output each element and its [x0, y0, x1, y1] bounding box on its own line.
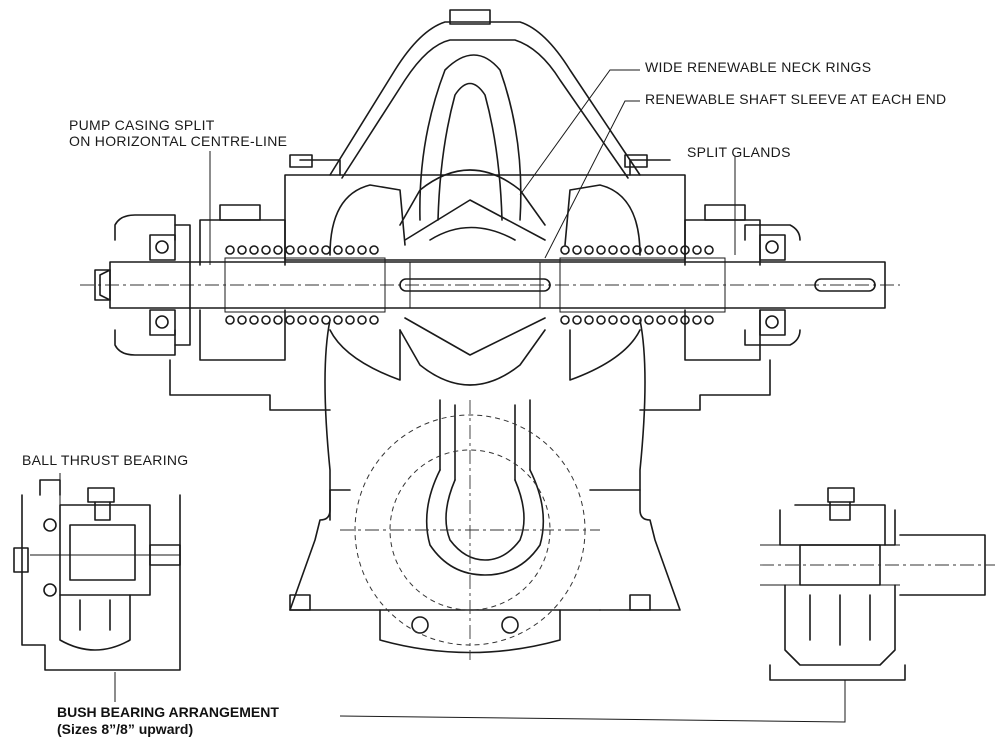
lower-casing [169, 309, 771, 660]
pump-casing [199, 9, 761, 266]
packing-ring [333, 245, 343, 255]
packing-ring [656, 315, 666, 325]
ball-thrust-bearing-inset [13, 479, 181, 671]
packing-ring [285, 245, 295, 255]
packing-ring [584, 245, 594, 255]
packing-ring [261, 245, 271, 255]
packing-ring [273, 315, 283, 325]
packing-ring [237, 245, 247, 255]
label-shaft-sleeve: RENEWABLE SHAFT SLEEVE AT EACH END [645, 91, 947, 107]
packing-ring [369, 315, 379, 325]
packing-ring [249, 315, 259, 325]
packing-ring [644, 245, 654, 255]
label-wide-neck-rings: WIDE RENEWABLE NECK RINGS [645, 59, 872, 75]
packing-ring [297, 245, 307, 255]
pump-shaft [80, 257, 900, 313]
label-casing-split-line2: ON HORIZONTAL CENTRE-LINE [69, 133, 288, 149]
packing-ring [572, 315, 582, 325]
packing-ring [620, 315, 630, 325]
packing-ring [596, 315, 606, 325]
packing-ring [704, 315, 714, 325]
packing-ring [620, 245, 630, 255]
packing-ring [285, 315, 295, 325]
bearing-right [744, 224, 801, 346]
label-ball-thrust-bearing: BALL THRUST BEARING [22, 452, 189, 468]
label-casing-split-line1: PUMP CASING SPLIT [69, 117, 215, 133]
packing-ring [345, 315, 355, 325]
leader-lines [59, 69, 846, 723]
packing-ring [357, 315, 367, 325]
packing-ring [261, 315, 271, 325]
packing-ring [560, 245, 570, 255]
packing-ring [369, 245, 379, 255]
packing-ring [584, 315, 594, 325]
packing-rings [225, 245, 714, 325]
packing-ring [273, 245, 283, 255]
packing-ring [345, 245, 355, 255]
label-bush-bearing-sizes: (Sizes 8”/8” upward) [57, 721, 194, 737]
packing-ring [656, 245, 666, 255]
packing-ring [680, 245, 690, 255]
packing-ring [309, 315, 319, 325]
packing-ring [644, 315, 654, 325]
packing-ring [560, 315, 570, 325]
packing-ring [596, 245, 606, 255]
packing-ring [668, 315, 678, 325]
packing-ring [237, 315, 247, 325]
packing-ring [333, 315, 343, 325]
packing-ring [297, 315, 307, 325]
packing-ring [357, 245, 367, 255]
packing-ring [309, 245, 319, 255]
packing-ring [321, 245, 331, 255]
label-split-glands: SPLIT GLANDS [687, 144, 791, 160]
packing-ring [225, 315, 235, 325]
packing-ring [249, 245, 259, 255]
bearing-left [94, 214, 191, 356]
packing-ring [632, 245, 642, 255]
packing-ring [704, 245, 714, 255]
packing-ring [608, 245, 618, 255]
packing-ring [692, 245, 702, 255]
bush-bearing-inset [760, 487, 995, 681]
packing-ring [692, 315, 702, 325]
packing-ring [225, 245, 235, 255]
packing-ring [608, 315, 618, 325]
packing-ring [572, 245, 582, 255]
label-bush-bearing-title: BUSH BEARING ARRANGEMENT [57, 704, 279, 720]
packing-ring [632, 315, 642, 325]
packing-ring [668, 245, 678, 255]
